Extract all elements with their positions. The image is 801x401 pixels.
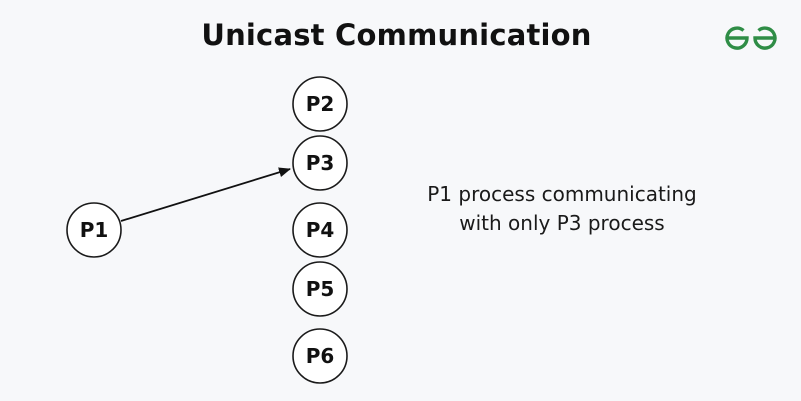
process-node-p6-label: P6: [306, 344, 335, 368]
process-node-p3-label: P3: [306, 151, 335, 175]
edge-p1-to-p3-arrow: [120, 167, 291, 222]
process-node-p4: P4: [292, 202, 348, 258]
process-node-p5: P5: [292, 261, 348, 317]
geeksforgeeks-logo-icon: [725, 26, 777, 50]
caption-line-2: with only P3 process: [459, 211, 665, 235]
process-node-p5-label: P5: [306, 277, 335, 301]
caption-line-1: P1 process communicating: [427, 182, 697, 206]
process-node-p1: P1: [66, 202, 122, 258]
process-node-p2: P2: [292, 76, 348, 132]
process-node-p6: P6: [292, 328, 348, 384]
diagram-caption: P1 process communicating with only P3 pr…: [380, 180, 744, 238]
process-node-p1-label: P1: [80, 218, 109, 242]
process-node-p4-label: P4: [306, 218, 335, 242]
process-node-p2-label: P2: [306, 92, 335, 116]
process-node-p3: P3: [292, 135, 348, 191]
diagram-title: Unicast Communication: [201, 18, 592, 52]
